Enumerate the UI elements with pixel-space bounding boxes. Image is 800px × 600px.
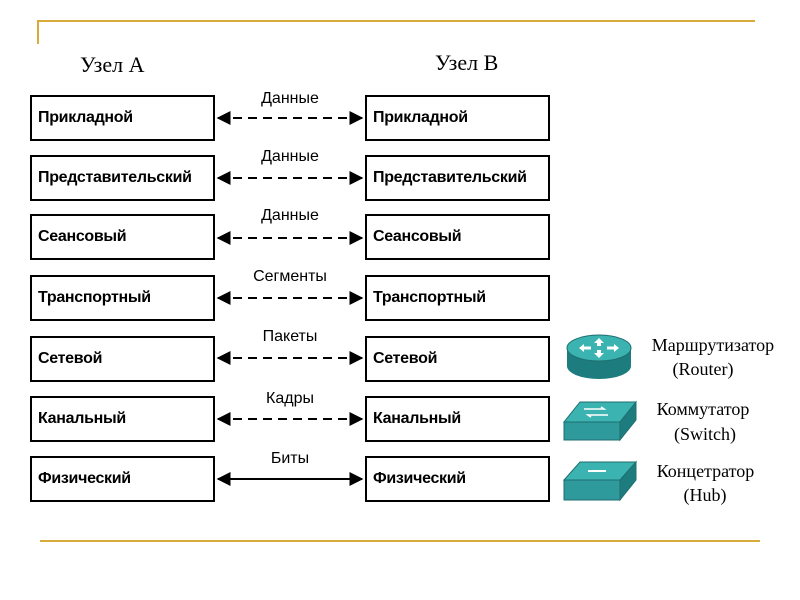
pdu-label-datalink: Кадры	[266, 390, 314, 407]
node-b-layer-presentation: Представительский	[365, 155, 550, 201]
node-a-layer-network: Сетевой	[30, 336, 215, 382]
switch-label: Коммутатор	[656, 399, 750, 419]
node-b-layer-application: Прикладной	[365, 95, 550, 141]
switch-icon	[562, 400, 638, 442]
node-b-layer-session: Сеансовый	[365, 214, 550, 260]
bottom-rule	[40, 540, 760, 542]
node-b-layer-network: Сетевой	[365, 336, 550, 382]
top-rule	[37, 20, 755, 22]
node-b-layer-transport: Транспортный	[365, 275, 550, 321]
node-a-title: Узел А	[80, 52, 145, 77]
node-a-layer-datalink: Канальный	[30, 396, 215, 442]
node-a-layer-physical: Физический	[30, 456, 215, 502]
switch-label-english: (Switch)	[674, 424, 736, 444]
hub-icon	[562, 460, 638, 502]
node-a-layer-transport: Транспортный	[30, 275, 215, 321]
pdu-label-physical: Биты	[270, 450, 310, 467]
node-a-layer-application: Прикладной	[30, 95, 215, 141]
node-b-layer-physical: Физический	[365, 456, 550, 502]
router-icon	[566, 334, 632, 379]
router-label-english: (Router)	[672, 359, 734, 379]
pdu-label-transport: Сегменты	[253, 268, 327, 285]
pdu-label-session: Данные	[261, 207, 319, 224]
node-a-layer-presentation: Представительский	[30, 155, 215, 201]
hub-label-english: (Hub)	[683, 485, 727, 505]
node-b-title: Узел В	[435, 50, 499, 75]
router-label: Маршрутизатор	[651, 335, 775, 355]
hub-label: Концетратор	[656, 461, 755, 481]
top-rule-tick	[37, 20, 39, 44]
pdu-label-application: Данные	[261, 90, 319, 107]
pdu-label-network: Пакеты	[262, 328, 318, 345]
node-b-layer-datalink: Канальный	[365, 396, 550, 442]
node-a-layer-session: Сеансовый	[30, 214, 215, 260]
pdu-label-presentation: Данные	[261, 148, 319, 165]
